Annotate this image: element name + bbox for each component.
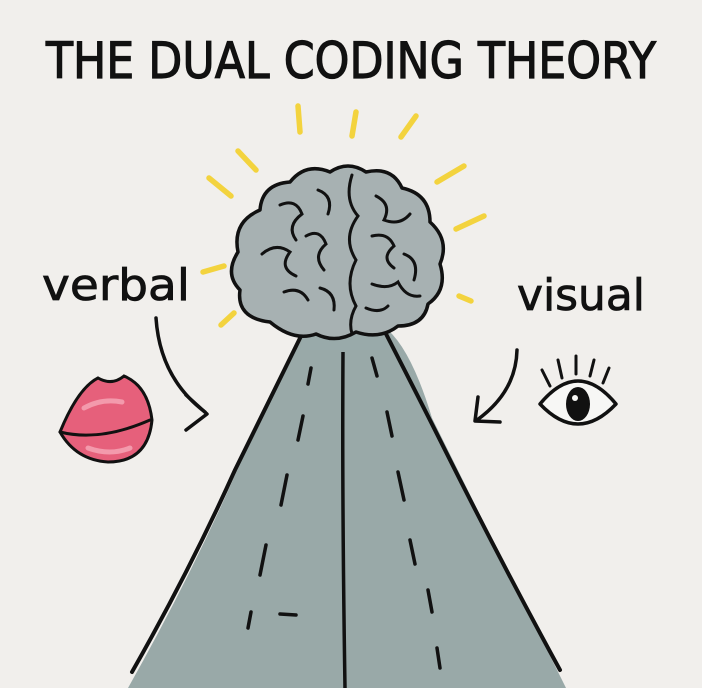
label-visual: visual xyxy=(517,270,645,321)
arrow-icon-left xyxy=(154,316,209,432)
road-icon xyxy=(128,326,566,688)
label-verbal: verbal xyxy=(42,260,190,311)
arrow-icon-right xyxy=(473,348,519,424)
eye-icon xyxy=(538,354,618,426)
lips-icon xyxy=(58,374,154,464)
light-rays-icon xyxy=(200,103,487,328)
page-title: THE DUAL CODING THEORY xyxy=(45,32,656,90)
brain-icon xyxy=(229,164,446,341)
